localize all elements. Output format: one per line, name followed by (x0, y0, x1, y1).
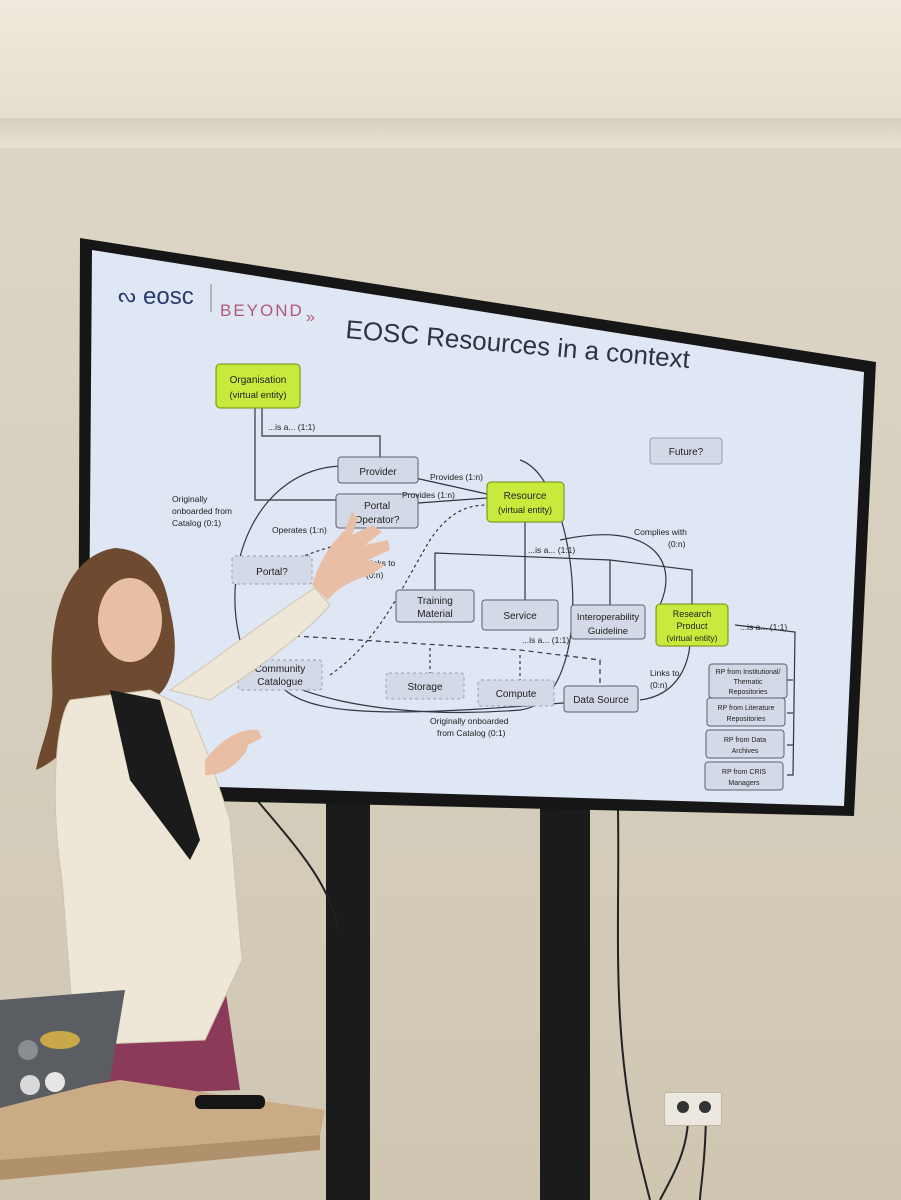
label-is-a-rp: ...is a... (1:1) (740, 622, 787, 632)
label-originally-left-2: onboarded from (172, 506, 232, 516)
svg-text:Material: Material (417, 609, 453, 620)
label-complies-with: Complies with (634, 527, 687, 537)
tv-stand-leg-left (326, 790, 370, 1200)
svg-text:Catalogue: Catalogue (257, 677, 303, 688)
label-originally-bottom-2: from Catalog (0:1) (437, 728, 506, 738)
svg-text:Managers: Managers (728, 780, 760, 787)
label-originally-left-1: Originally (172, 494, 208, 504)
svg-text:Resource: Resource (504, 491, 547, 502)
logo-text: eosc (143, 283, 194, 310)
svg-text:Repositories: Repositories (729, 689, 768, 696)
node-rp-literature: RP from Literature Repositories (706, 697, 786, 727)
node-rp-cris: RP from CRIS Managers (704, 761, 784, 791)
svg-text:(virtual entity): (virtual entity) (498, 505, 552, 515)
ceiling (0, 0, 901, 140)
slide-diagram: ᔓ eosc BEYOND » EOSC Resources in a cont… (118, 283, 796, 791)
label-links-to-2: Links to (650, 668, 680, 678)
wall-socket (664, 1092, 722, 1126)
label-is-a-org: ...is a... (1:1) (268, 422, 315, 432)
svg-text:Research: Research (673, 609, 712, 619)
tv-display: ᔓ eosc BEYOND » EOSC Resources in a cont… (78, 238, 878, 818)
node-storage: Storage (385, 672, 465, 700)
svg-text:ᔓ: ᔓ (118, 285, 136, 307)
label-links-to-1: Links to (366, 558, 396, 568)
label-links-to-2b: (0:n) (650, 680, 668, 690)
label-complies-with-b: (0:n) (668, 539, 686, 549)
svg-text:»: » (306, 309, 315, 326)
svg-text:RP from Literature: RP from Literature (717, 705, 774, 712)
beyond-text: BEYOND (220, 301, 304, 320)
svg-text:Future?: Future? (669, 447, 704, 458)
remote-control (195, 1095, 265, 1109)
svg-text:Archives: Archives (732, 748, 759, 755)
node-community-catalogue: Community Catalogue (237, 659, 323, 691)
laptop (0, 990, 125, 1108)
node-service: Service (481, 599, 559, 631)
ceiling-cornice (0, 118, 901, 148)
svg-text:Portal: Portal (364, 501, 390, 512)
svg-text:Product: Product (676, 621, 708, 631)
svg-text:Interoperability: Interoperability (577, 612, 640, 623)
svg-text:Data Source: Data Source (573, 695, 629, 706)
label-is-a-compute: ...is a... (1:1) (522, 635, 569, 645)
svg-text:(virtual entity): (virtual entity) (229, 390, 286, 401)
svg-text:RP from CRIS: RP from CRIS (722, 769, 767, 776)
node-training-material: Training Material (395, 589, 475, 623)
svg-text:Compute: Compute (496, 689, 537, 700)
node-rp-data-archives: RP from Data Archives (705, 729, 785, 759)
node-future: Future? (649, 437, 723, 465)
svg-text:Training: Training (417, 596, 453, 607)
svg-text:Service: Service (503, 611, 537, 622)
desk (0, 1080, 325, 1180)
svg-text:RP from Institutional/: RP from Institutional/ (716, 669, 781, 676)
slide-title: EOSC Resources in a context (344, 314, 691, 374)
node-interoperability-guideline: Interoperability Guideline (570, 604, 646, 640)
svg-text:(virtual entity): (virtual entity) (666, 633, 717, 643)
node-organisation: Organisation (virtual entity) (215, 363, 301, 409)
eosc-logo: ᔓ eosc BEYOND » (118, 283, 315, 326)
label-originally-left-3: Catalog (0:1) (172, 518, 221, 528)
svg-text:Organisation: Organisation (230, 375, 287, 386)
label-provides-2: Provides (1:n) (402, 490, 455, 500)
svg-text:Community: Community (255, 664, 306, 675)
svg-text:Portal?: Portal? (256, 567, 288, 578)
label-links-to-1b: (0:n) (366, 570, 384, 580)
diagram-connectors (234, 405, 796, 776)
tv-stand-leg-right (540, 800, 590, 1200)
label-originally-bottom-1: Originally onboarded (430, 716, 509, 726)
node-data-source: Data Source (563, 685, 639, 713)
label-provides-1: Provides (1:n) (430, 472, 483, 482)
node-compute: Compute (477, 679, 555, 707)
node-rp-institutional: RP from Institutional/ Thematic Reposito… (708, 663, 788, 699)
svg-text:Repositories: Repositories (727, 716, 766, 723)
node-portal: Portal? (231, 555, 313, 585)
svg-text:Guideline: Guideline (588, 626, 628, 637)
label-is-a-resource: ...is a... (1:1) (528, 545, 575, 555)
node-research-product: Research Product (virtual entity) (655, 603, 729, 647)
svg-text:Thematic: Thematic (734, 679, 763, 686)
node-resource: Resource (virtual entity) (486, 481, 565, 523)
svg-text:Operator?: Operator? (354, 515, 399, 526)
svg-text:RP from Data: RP from Data (724, 737, 766, 744)
node-provider: Provider (337, 456, 419, 484)
svg-text:Storage: Storage (407, 682, 442, 693)
label-operates: Operates (1:n) (272, 525, 327, 535)
svg-text:Provider: Provider (359, 467, 397, 478)
